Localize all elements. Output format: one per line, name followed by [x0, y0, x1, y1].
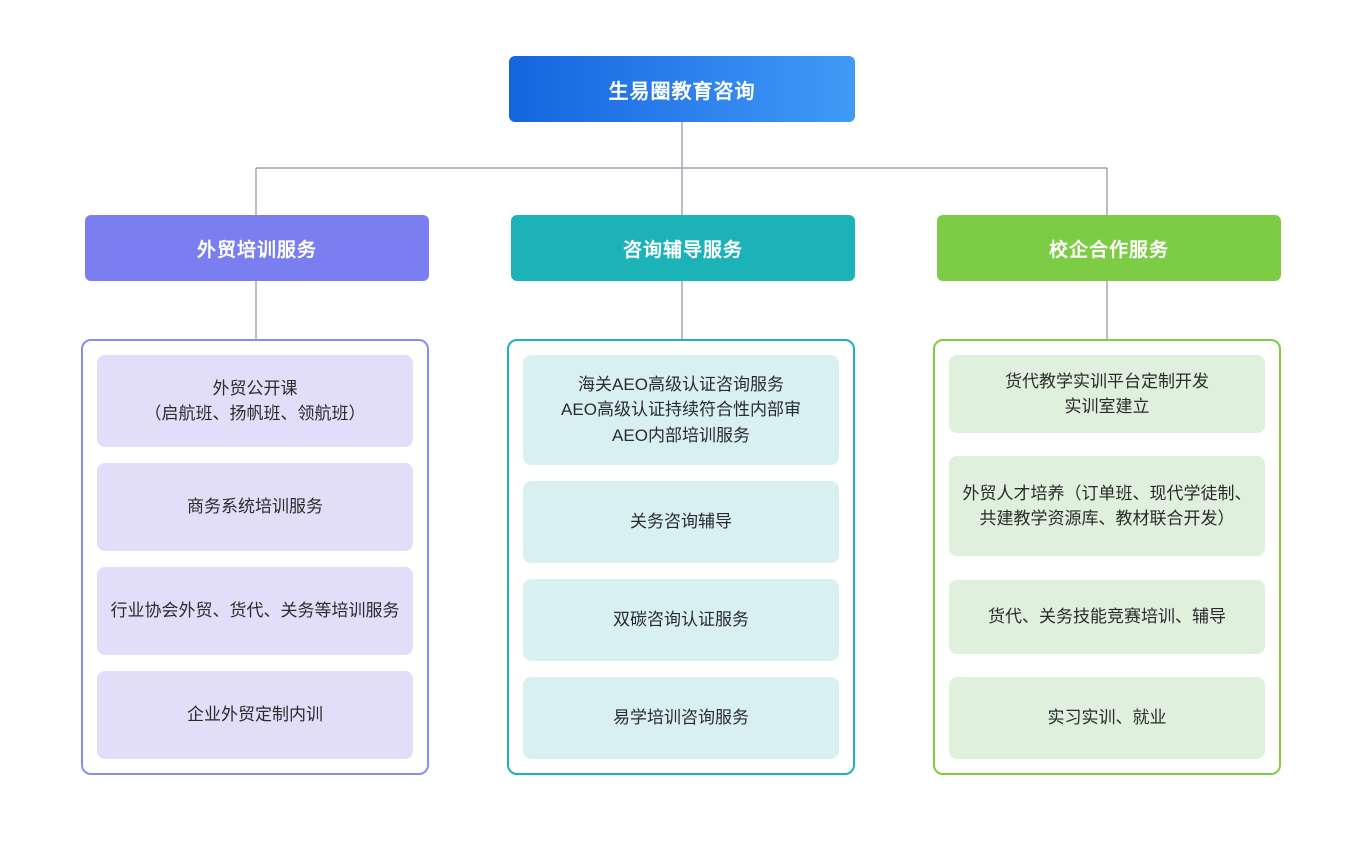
list-item[interactable]: 实习实训、就业 [949, 676, 1265, 759]
list-item[interactable]: 海关AEO高级认证咨询服务 AEO高级认证持续符合性内部审 AEO内部培训服务 [523, 355, 839, 465]
list-item[interactable]: 外贸公开课 （启航班、扬帆班、领航班） [97, 355, 413, 447]
list-item[interactable]: 行业协会外贸、货代、关务等培训服务 [97, 567, 413, 655]
list-item[interactable]: 关务咨询辅导 [523, 481, 839, 563]
list-item[interactable]: 企业外贸定制内训 [97, 671, 413, 759]
list-item[interactable]: 易学培训咨询服务 [523, 677, 839, 759]
list-item[interactable]: 商务系统培训服务 [97, 463, 413, 551]
branch-header-3[interactable]: 校企合作服务 [937, 215, 1281, 281]
branch-container-2: 海关AEO高级认证咨询服务 AEO高级认证持续符合性内部审 AEO内部培训服务 … [507, 339, 855, 775]
list-item[interactable]: 外贸人才培养（订单班、现代学徒制、共建教学资源库、教材联合开发） [949, 456, 1265, 557]
branch-container-3: 货代教学实训平台定制开发 实训室建立 外贸人才培养（订单班、现代学徒制、共建教学… [933, 339, 1281, 775]
branch-container-1: 外贸公开课 （启航班、扬帆班、领航班） 商务系统培训服务 行业协会外贸、货代、关… [81, 339, 429, 775]
branch-header-1[interactable]: 外贸培训服务 [85, 215, 429, 281]
branch-column-1: 外贸培训服务 外贸公开课 （启航班、扬帆班、领航班） 商务系统培训服务 行业协会… [81, 0, 429, 844]
branch-column-3: 校企合作服务 货代教学实训平台定制开发 实训室建立 外贸人才培养（订单班、现代学… [933, 0, 1281, 844]
branch-column-2: 咨询辅导服务 海关AEO高级认证咨询服务 AEO高级认证持续符合性内部审 AEO… [507, 0, 855, 844]
list-item[interactable]: 双碳咨询认证服务 [523, 579, 839, 661]
root-node[interactable]: 生易圈教育咨询 [509, 56, 855, 122]
list-item[interactable]: 货代教学实训平台定制开发 实训室建立 [949, 355, 1265, 433]
branch-header-2[interactable]: 咨询辅导服务 [511, 215, 855, 281]
list-item[interactable]: 货代、关务技能竞赛培训、辅导 [949, 579, 1265, 654]
